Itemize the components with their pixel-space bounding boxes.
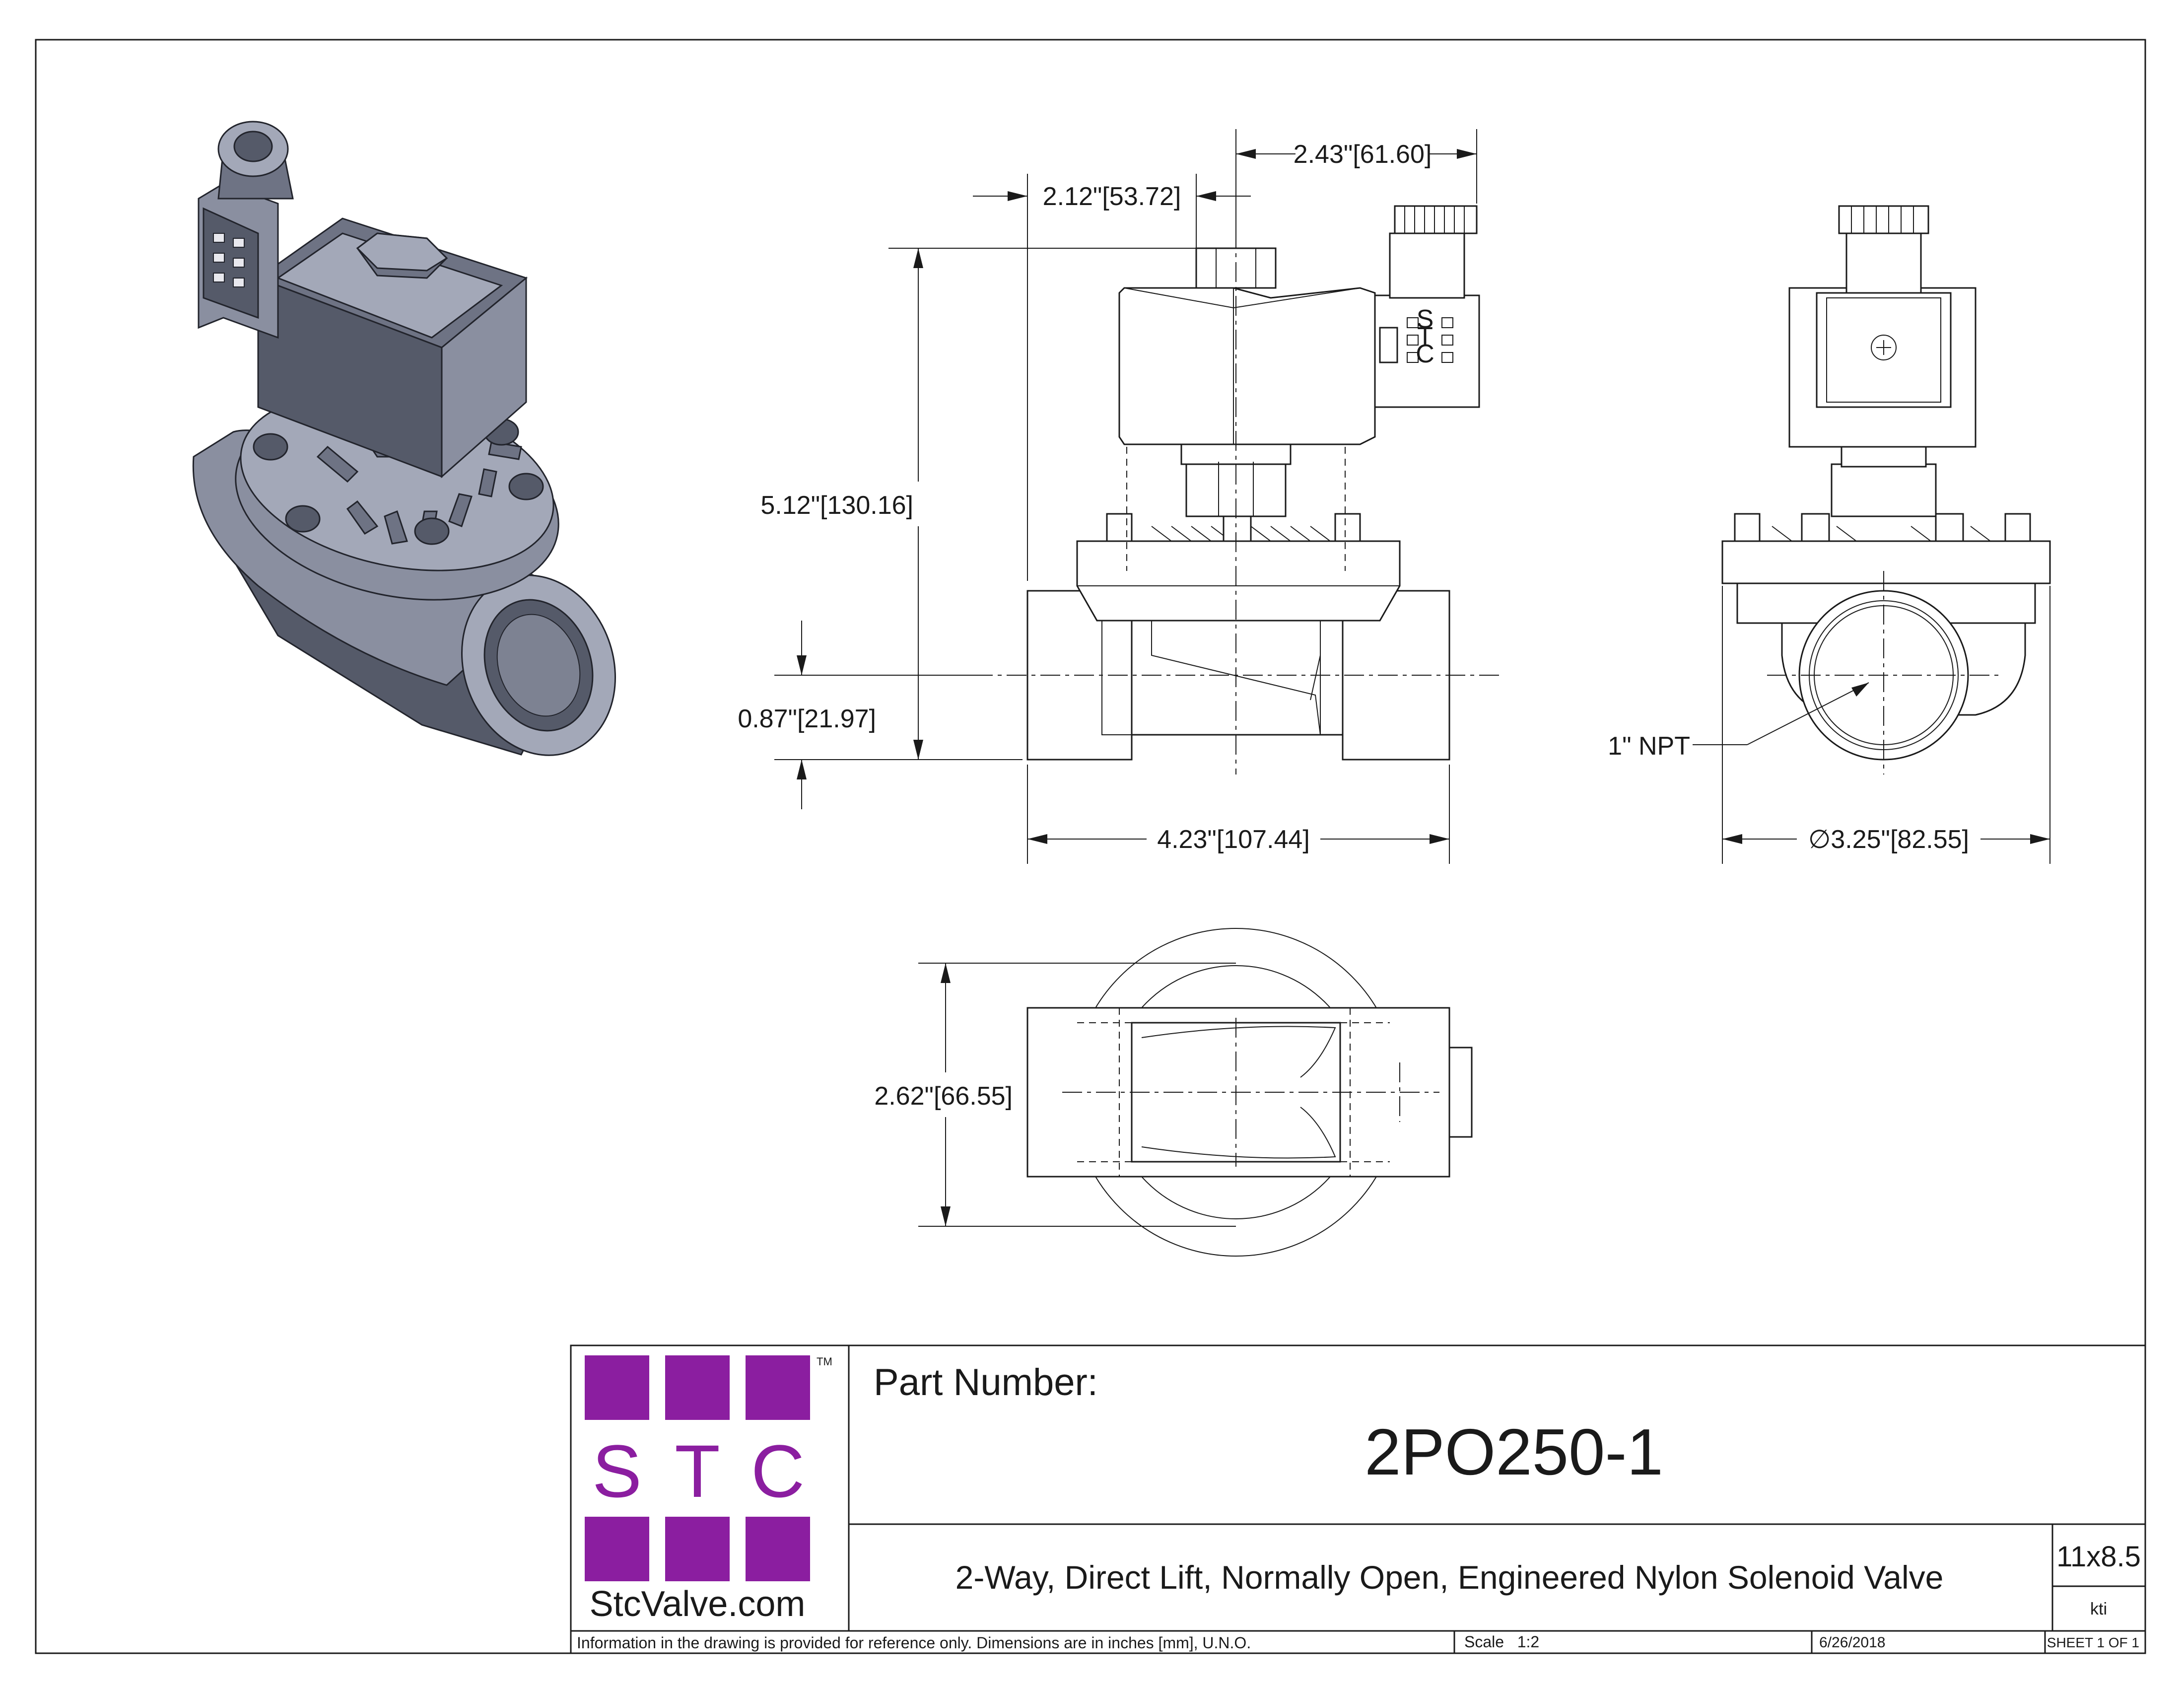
connector-letter-s: S <box>1417 305 1434 334</box>
side-view: 1" NPT <box>1608 205 2051 774</box>
dim-top-width: 2.43"[61.60] <box>1294 140 1432 169</box>
description: 2-Way, Direct Lift, Normally Open, Engin… <box>956 1559 1944 1596</box>
scale: Scale 1:2 <box>1464 1633 1539 1651</box>
port-callout: 1" NPT <box>1608 732 1690 761</box>
dim-body-length: 4.23"[107.44] <box>1157 825 1310 854</box>
dim-port-center-height: 0.87"[21.97] <box>738 704 876 733</box>
logo-letter-s: S <box>592 1429 642 1513</box>
dimension-lines: 2.43"[61.60] 2.12"[53.72] 5.12"[130.16] … <box>738 129 2050 1227</box>
dim-overall-height: 5.12"[130.16] <box>760 491 913 520</box>
date: 6/26/2018 <box>1819 1634 1885 1651</box>
front-view: S T C <box>973 205 1499 774</box>
disclaimer: Information in the drawing is provided f… <box>577 1634 1251 1652</box>
connector-letter-c: C <box>1416 340 1434 368</box>
part-number-label: Part Number: <box>874 1361 1098 1404</box>
trademark-mark: TM <box>817 1355 832 1368</box>
connector-letter-t: T <box>1417 322 1433 351</box>
sheet-number: SHEET 1 OF 1 <box>2047 1635 2139 1650</box>
dim-body-diameter: ∅3.25"[82.55] <box>1808 825 1969 854</box>
logo-letter-t: T <box>675 1429 720 1513</box>
paper-size: 11x8.5 <box>2056 1541 2141 1573</box>
isometric-view <box>192 121 616 756</box>
bottom-view <box>1026 928 1473 1257</box>
dim-coil-width: 2.12"[53.72] <box>1043 182 1181 211</box>
title-block: S T C TM StcValve.com Part Number: 2PO25… <box>570 1344 2146 1654</box>
part-number: 2PO250-1 <box>1365 1415 1663 1488</box>
stc-logo: S T C TM <box>585 1355 832 1581</box>
drawn-by: kti <box>2090 1600 2107 1618</box>
website: StcValve.com <box>590 1584 806 1624</box>
logo-letter-c: C <box>751 1429 805 1513</box>
dim-bottom-width: 2.62"[66.55] <box>874 1082 1013 1111</box>
